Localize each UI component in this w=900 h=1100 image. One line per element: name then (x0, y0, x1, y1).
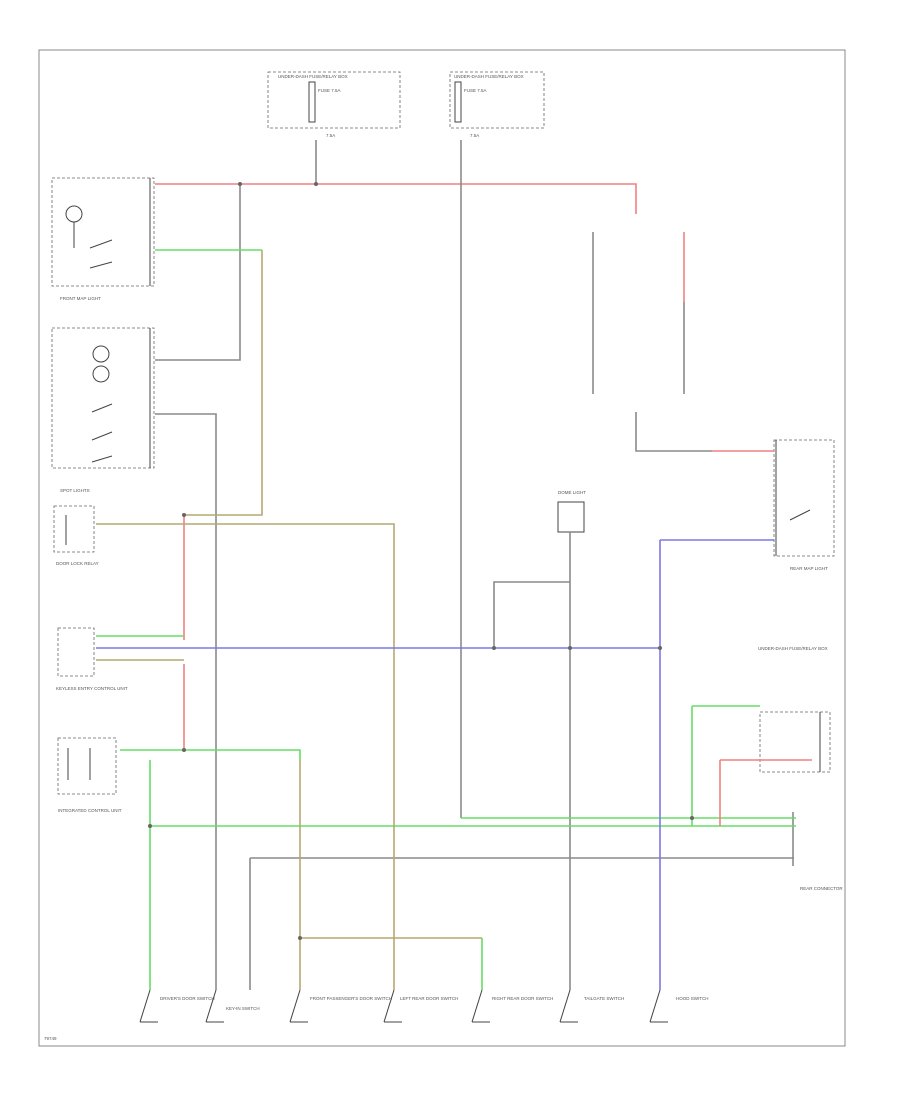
switch-tailgate: TAILGATE SWITCH (559, 989, 624, 1023)
wire-gray-rear (635, 412, 712, 452)
door-lock-relay-label: DOOR LOCK RELAY (56, 561, 99, 566)
wire-green-integrated (120, 749, 301, 760)
switch-6-label: TAILGATE SWITCH (584, 996, 624, 1001)
dome-light-label: DOME LIGHT (558, 490, 586, 495)
switch-1-label: DRIVER'S DOOR SWITCH (160, 996, 215, 1001)
switch-key-in: KEY-IN SWITCH (205, 989, 260, 1023)
switch-3-label: FRONT PASSENGER'S DOOR SWITCH (310, 996, 392, 1001)
integrated-unit-label: INTEGRATED CONTROL UNIT (58, 808, 122, 813)
rear-map-light-label: REAR MAP LIGHT (790, 566, 828, 571)
fuse-box-left-title: UNDER-DASH FUSE/RELAY BOX (278, 74, 348, 79)
keyless-unit-label: KEYLESS ENTRY CONTROL UNIT (56, 686, 128, 691)
splice-dot (182, 748, 186, 752)
left-fuse-note: 7.5A (326, 133, 335, 138)
switch-5-label: RIGHT REAR DOOR SWITCH (492, 996, 553, 1001)
rear-map-light: REAR MAP LIGHT (773, 439, 835, 571)
rear-connector: REAR CONNECTOR (792, 812, 843, 891)
fuse-box-right: UNDER-DASH FUSE/RELAY BOX FUSE 7.5A 7.5A (449, 71, 545, 138)
spot-lights-label: SPOT LIGHTS (60, 488, 90, 493)
rear-connector-label: REAR CONNECTOR (800, 886, 843, 891)
splice-dot (568, 646, 572, 650)
wire-olive-relay (96, 523, 395, 990)
switch-2-label: KEY-IN SWITCH (226, 1006, 260, 1011)
fuse-box-left-sub: FUSE 7.5A (318, 88, 341, 93)
switch-front-passenger-door: FRONT PASSENGER'S DOOR SWITCH (289, 989, 392, 1023)
fuse-box-right-sub: FUSE 7.5A (464, 88, 487, 93)
front-map-light: FRONT MAP LIGHT (51, 177, 155, 301)
switch-drivers-door: DRIVER'S DOOR SWITCH (139, 989, 215, 1023)
splice-dot (182, 513, 186, 517)
fuse-box-right-title: UNDER-DASH FUSE/RELAY BOX (454, 74, 524, 79)
spot-lights: SPOT LIGHTS (51, 327, 155, 493)
splice-dot (298, 936, 302, 940)
front-map-light-label: FRONT MAP LIGHT (60, 296, 101, 301)
page-code: 79749 (44, 1036, 57, 1041)
keyless-entry-unit: KEYLESS ENTRY CONTROL UNIT (56, 627, 128, 691)
dome-light: DOME LIGHT (557, 490, 586, 533)
right-fuse-note: 7.5A (470, 133, 479, 138)
wire-gray-spot (155, 184, 241, 361)
splice-dot (658, 646, 662, 650)
wire-red-trunk (155, 183, 637, 214)
switch-4-label: LEFT REAR DOOR SWITCH (400, 996, 458, 1001)
switch-7-label: HOOD SWITCH (676, 996, 709, 1001)
integrated-control-unit: INTEGRATED CONTROL UNIT (57, 737, 122, 813)
under-dash-fuse-box: UNDER-DASH FUSE/RELAY BOX (758, 646, 831, 773)
wire-gray-spot-2 (155, 413, 217, 940)
switch-right-rear-door: RIGHT REAR DOOR SWITCH (471, 989, 553, 1023)
switch-hood: HOOD SWITCH (649, 989, 709, 1023)
splice-dot (148, 824, 152, 828)
diagram-frame (38, 49, 846, 1047)
fuse-box-left: UNDER-DASH FUSE/RELAY BOX FUSE 7.5A 7.5A (267, 71, 401, 138)
wire-gray-dome-branch (493, 581, 570, 650)
splice-dot (492, 646, 496, 650)
splice-dot (238, 182, 242, 186)
switch-left-rear-door: LEFT REAR DOOR SWITCH (383, 989, 458, 1023)
under-dash-fuse-label: UNDER-DASH FUSE/RELAY BOX (758, 646, 828, 651)
door-lock-relay: DOOR LOCK RELAY (53, 505, 99, 566)
wire-olive-map (184, 250, 263, 516)
splice-dot (314, 182, 318, 186)
splice-dot (690, 816, 694, 820)
